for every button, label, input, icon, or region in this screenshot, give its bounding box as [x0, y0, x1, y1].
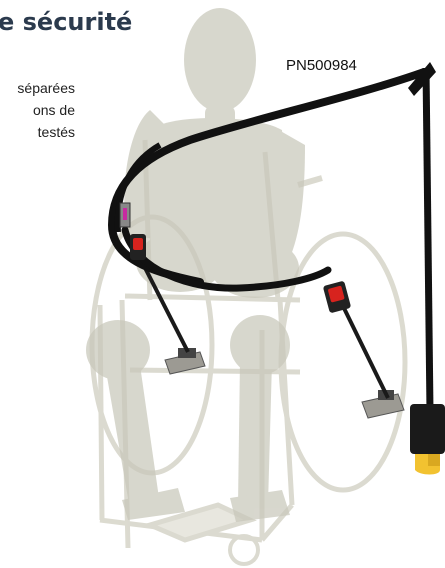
description-line-3: testés — [0, 124, 75, 140]
rear-wheel-right — [281, 234, 405, 490]
description-line-2: ons de — [0, 102, 75, 118]
lap-strap-right-lower — [340, 300, 388, 398]
belt-tongue-plate — [120, 203, 130, 227]
dummy-right-lower-leg — [238, 360, 272, 505]
description-line-1: séparées — [0, 80, 75, 96]
part-number-label: PN500984 — [286, 57, 357, 74]
hook-anchor — [410, 404, 445, 475]
dummy-head — [184, 8, 256, 112]
page-title: e sécurité — [0, 8, 132, 36]
vertical-belt — [426, 68, 430, 412]
buckle-red-right — [323, 281, 351, 314]
buckle-red-left — [130, 234, 146, 260]
crash-test-dummy — [86, 8, 305, 522]
